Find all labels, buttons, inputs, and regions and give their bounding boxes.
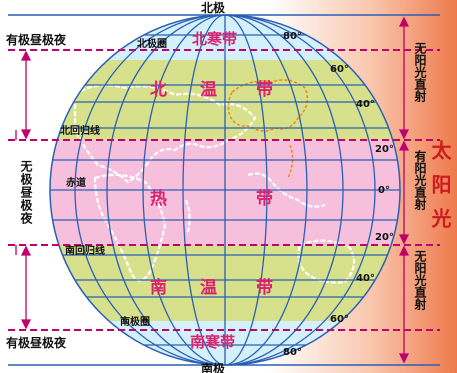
sunlight-label: 太阳光 — [428, 140, 452, 242]
antarctic-circle-label: 南极圈 — [120, 315, 150, 328]
continent-outlines — [73, 84, 356, 284]
tropical-char-1: 热 — [150, 188, 167, 209]
south-temperate-char-1: 南 — [150, 277, 167, 298]
dashed-lines — [8, 49, 440, 331]
north-temperate-char-1: 北 — [150, 80, 167, 100]
no-direct-sun-top-label: 无阳光直射 — [413, 42, 427, 103]
islands-outline — [247, 172, 326, 208]
direct-sun-label: 有阳光直射 — [413, 149, 427, 211]
lat-40-south: 40° — [356, 273, 375, 284]
south-temperate-char-3: 带 — [256, 277, 273, 298]
polar-day-night-bottom-label: 有极昼极夜 — [6, 335, 67, 350]
lat-80-south: 80° — [283, 347, 302, 358]
polar-day-night-top-label: 有极昼极夜 — [6, 32, 67, 47]
no-polar-day-night-label: 无极昼极夜 — [19, 160, 33, 225]
australia-outline — [297, 239, 356, 284]
guide-lines — [8, 14, 440, 366]
china-outline — [227, 79, 309, 132]
africa-outline — [93, 173, 167, 282]
tropic-capricorn-label: 南回归线 — [65, 244, 105, 257]
south-frigid-zone-label: 南寒带 — [190, 333, 235, 351]
lat-20-south: 20° — [375, 232, 394, 243]
madagascar-outline — [184, 199, 191, 233]
eurasia-outline — [73, 84, 257, 184]
lat-60-north: 60° — [330, 64, 349, 75]
south-pole-label: 南极 — [201, 361, 226, 373]
north-pole-label: 北极 — [201, 0, 226, 15]
lat-20-north: 20° — [375, 144, 394, 155]
lat-60-south: 60° — [330, 314, 349, 325]
north-frigid-zone-label: 北寒带 — [192, 30, 237, 48]
right-arrows — [398, 16, 410, 364]
tropical-char-2: 带 — [256, 188, 273, 209]
lat-0: 0° — [378, 185, 390, 196]
taiwan-outline — [287, 144, 294, 179]
tropic-cancer-label: 北回归线 — [60, 124, 100, 137]
no-direct-sun-bottom-label: 无阳光直射 — [413, 250, 427, 311]
lat-80-north: 80° — [283, 31, 302, 42]
north-temperate-char-3: 带 — [256, 79, 273, 100]
north-temperate-char-2: 温 — [200, 80, 217, 100]
left-arrows — [15, 50, 32, 330]
equator-label: 赤道 — [66, 176, 86, 189]
arctic-circle-label: 北极圈 — [137, 37, 167, 50]
south-temperate-char-2: 温 — [200, 278, 217, 298]
lat-40-north: 40° — [356, 99, 375, 110]
